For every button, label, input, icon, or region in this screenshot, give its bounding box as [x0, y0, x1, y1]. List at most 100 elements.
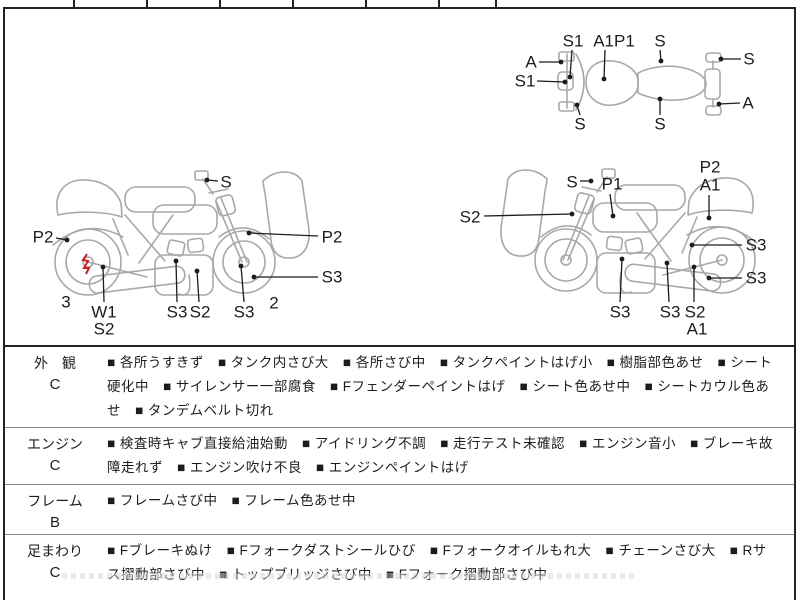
leader-dot — [657, 96, 663, 102]
leader-dot — [194, 268, 200, 274]
damage-code-label: S2 — [93, 319, 115, 339]
leader-dot — [562, 79, 568, 85]
damage-code-label: S — [654, 114, 666, 134]
damage-code-label: S — [220, 172, 232, 192]
inspection-row: エンジン C ■ 検査時キャブ直接給油始動 ■ アイドリング不調 ■ 走行テスト… — [5, 427, 794, 484]
leader-line — [569, 49, 573, 78]
table-column-divider — [73, 0, 75, 8]
leader-dot — [588, 178, 594, 184]
inspection-row: 外 観 C ■ 各所うすきず ■ タンク内さび大 ■ 各所さび中 ■ タンクペイ… — [5, 347, 794, 427]
defect-items: ■ 検査時キャブ直接給油始動 ■ アイドリング不調 ■ 走行テスト未確認 ■ エ… — [107, 436, 773, 475]
damage-code-label: S2 — [684, 302, 706, 322]
faint-footnote-text — [62, 573, 634, 579]
damage-code-label: A1P1 — [593, 31, 635, 51]
damage-code-label: P1 — [601, 174, 623, 194]
inspection-table: 外 観 C ■ 各所うすきず ■ タンク内さび大 ■ 各所さび中 ■ タンクペイ… — [5, 345, 794, 600]
damage-mark-red — [81, 253, 91, 275]
leader-line — [248, 232, 319, 237]
damage-code-label: P2 — [321, 227, 343, 247]
grade-value: C — [49, 457, 61, 474]
damage-code-label: A — [742, 93, 754, 113]
damage-code-label: P2 — [32, 227, 54, 247]
damage-code-label: P2 — [699, 157, 721, 177]
damage-code-label: A1 — [699, 175, 721, 195]
leader-dot — [246, 230, 252, 236]
damage-code-label: S1 — [562, 31, 584, 51]
leader-dot — [558, 59, 564, 65]
category-label: 外 観 — [34, 355, 76, 371]
grade-value: C — [49, 376, 61, 393]
leader-dot — [251, 274, 257, 280]
leader-dot — [567, 74, 573, 80]
inspection-row: フレーム B ■ フレームさび中 ■ フレーム色あせ中 — [5, 484, 794, 534]
leader-line — [603, 49, 606, 80]
category-label: エンジン — [27, 436, 83, 452]
sheet-left-border — [3, 7, 5, 600]
damage-code-label: S1 — [514, 71, 536, 91]
top-table-bottom-border — [3, 7, 796, 9]
damage-code-label: S — [566, 172, 578, 192]
damage-code-label: S3 — [233, 302, 255, 322]
leader-dot — [658, 58, 664, 64]
damage-code-label: S3 — [166, 302, 188, 322]
leader-line — [609, 193, 614, 217]
sheet-right-border — [794, 7, 796, 600]
leader-dot — [601, 76, 607, 82]
leader-dot — [716, 101, 722, 107]
damage-code-label: S2 — [459, 207, 481, 227]
leader-dot — [574, 102, 580, 108]
damage-code-label: S3 — [745, 268, 767, 288]
leader-line — [536, 80, 566, 83]
leader-dot — [204, 177, 210, 183]
defect-items: ■ Fブレーキぬけ ■ Fフォークダストシールひび ■ Fフォークオイルもれ大 … — [107, 543, 767, 582]
leader-line — [240, 265, 245, 303]
leader-dot — [664, 260, 670, 266]
leader-dot — [689, 242, 695, 248]
leader-dot — [718, 56, 724, 62]
damage-code-label: S3 — [745, 235, 767, 255]
motorcycle-top-view-art — [557, 51, 722, 116]
leader-dot — [100, 264, 106, 270]
leader-dot — [706, 275, 712, 281]
leader-dot — [691, 264, 697, 270]
tire-depth-label: 2 — [269, 293, 279, 313]
damage-code-label: S3 — [321, 267, 343, 287]
damage-code-label: S2 — [189, 302, 211, 322]
top-table-remnant — [3, 0, 796, 9]
table-column-divider — [495, 0, 497, 8]
leader-line — [483, 213, 573, 217]
leader-line — [718, 102, 741, 105]
leader-dot — [706, 215, 712, 221]
table-column-divider — [219, 0, 221, 8]
damage-code-label: W1 — [91, 302, 117, 322]
leader-line — [196, 270, 200, 303]
damage-code-label: S — [743, 49, 755, 69]
table-column-divider — [365, 0, 367, 8]
damage-code-label: A1 — [686, 319, 708, 339]
grade-value: B — [49, 514, 60, 531]
damage-code-label: S — [574, 114, 586, 134]
table-column-divider — [438, 0, 440, 8]
damage-code-label: S3 — [659, 302, 681, 322]
leader-dot — [238, 263, 244, 269]
leader-line — [102, 266, 105, 303]
leader-lines — [55, 49, 742, 303]
leader-dot — [610, 213, 616, 219]
table-column-divider — [292, 0, 294, 8]
leader-line — [175, 260, 178, 303]
leader-line — [619, 258, 623, 303]
defect-items: ■ フレームさび中 ■ フレーム色あせ中 — [107, 493, 356, 508]
category-label: 足まわり — [27, 543, 83, 559]
tire-depth-label: 3 — [61, 292, 71, 312]
damage-code-label: S — [654, 31, 666, 51]
leader-dot — [619, 256, 625, 262]
leader-dot — [173, 258, 179, 264]
damage-code-label: S3 — [609, 302, 631, 322]
leader-dot — [569, 211, 575, 217]
grade-value: C — [49, 564, 61, 581]
leader-line — [666, 262, 670, 303]
leader-dot — [64, 237, 70, 243]
inspection-row: 足まわり C ■ Fブレーキぬけ ■ Fフォークダストシールひび ■ Fフォーク… — [5, 534, 794, 600]
